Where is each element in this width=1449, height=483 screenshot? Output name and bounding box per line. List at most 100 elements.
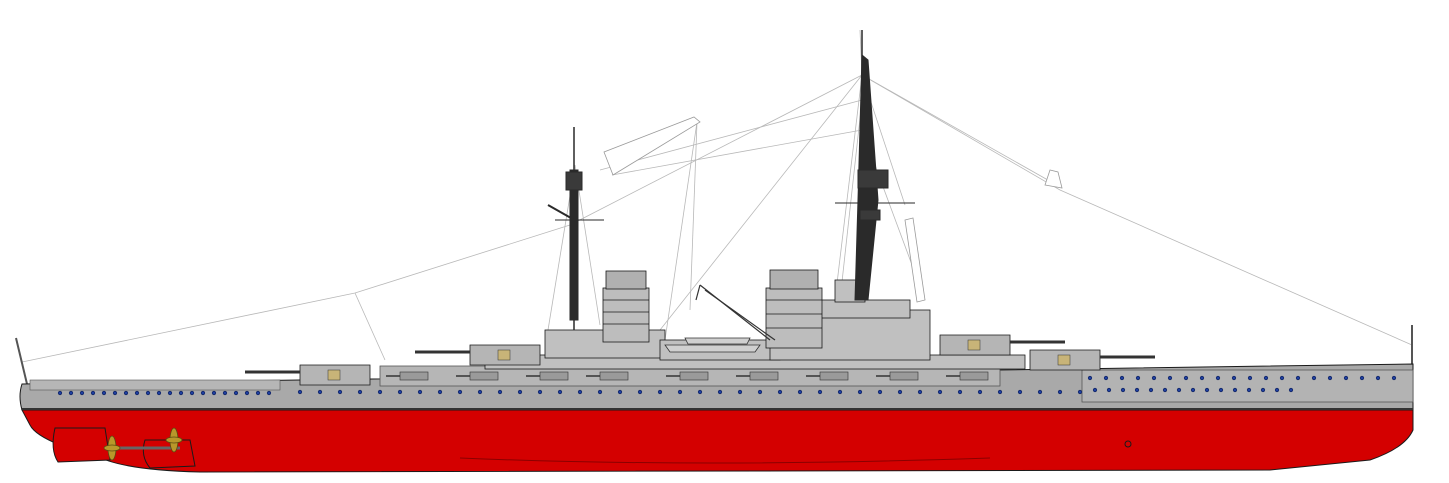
turret-hatch [1057, 354, 1071, 366]
propeller-icon [165, 427, 183, 453]
porthole [1232, 387, 1238, 393]
porthole [337, 389, 343, 395]
porthole [297, 389, 303, 395]
porthole [145, 390, 151, 396]
propeller-icon [103, 435, 121, 461]
porthole [1279, 375, 1285, 381]
porthole [189, 390, 195, 396]
porthole [1274, 387, 1280, 393]
aerial-yards [603, 116, 1063, 303]
porthole [123, 390, 129, 396]
porthole [957, 389, 963, 395]
porthole [1120, 387, 1126, 393]
turret-hatch [327, 369, 341, 381]
rigging-wires [21, 29, 1413, 363]
hull-upper [19, 363, 1414, 411]
masts [547, 30, 915, 330]
porthole [1327, 375, 1333, 381]
porthole [397, 389, 403, 395]
porthole [1391, 375, 1397, 381]
porthole [244, 390, 250, 396]
portholes [57, 375, 1397, 396]
porthole [1343, 375, 1349, 381]
porthole [134, 390, 140, 396]
mainmast [547, 127, 604, 330]
porthole [255, 390, 261, 396]
casemate-guns [386, 371, 989, 381]
porthole [266, 390, 272, 396]
casemate-gun [749, 371, 779, 381]
casemate-gun [399, 371, 429, 381]
porthole [1199, 375, 1205, 381]
porthole [1375, 375, 1381, 381]
porthole [717, 389, 723, 395]
staffs [15, 325, 1413, 385]
superstructure [484, 279, 1026, 370]
porthole [1077, 389, 1083, 395]
porthole [178, 390, 184, 396]
porthole [1119, 375, 1125, 381]
turret-hatch [497, 349, 511, 361]
porthole [997, 389, 1003, 395]
porthole [1037, 389, 1043, 395]
porthole [1246, 387, 1252, 393]
porthole [417, 389, 423, 395]
turret-hatch [967, 339, 981, 351]
porthole [1162, 387, 1168, 393]
porthole [777, 389, 783, 395]
porthole [1106, 387, 1112, 393]
porthole [1215, 375, 1221, 381]
porthole [837, 389, 843, 395]
porthole [657, 389, 663, 395]
porthole [1260, 387, 1266, 393]
casemate-gun [959, 371, 989, 381]
casemate-gun [819, 371, 849, 381]
porthole [637, 389, 643, 395]
funnel-fore [765, 269, 823, 349]
porthole [597, 389, 603, 395]
porthole [1087, 375, 1093, 381]
porthole [1311, 375, 1317, 381]
porthole [1167, 375, 1173, 381]
porthole [233, 390, 239, 396]
porthole [1057, 389, 1063, 395]
porthole [1135, 375, 1141, 381]
porthole [68, 390, 74, 396]
porthole [1218, 387, 1224, 393]
porthole [937, 389, 943, 395]
porthole [222, 390, 228, 396]
casemate-gun [469, 371, 499, 381]
porthole [1148, 387, 1154, 393]
porthole [1231, 375, 1237, 381]
porthole [477, 389, 483, 395]
porthole [377, 389, 383, 395]
porthole [101, 390, 107, 396]
porthole [857, 389, 863, 395]
porthole [797, 389, 803, 395]
porthole [497, 389, 503, 395]
porthole [677, 389, 683, 395]
porthole [317, 389, 323, 395]
porthole [200, 390, 206, 396]
casemate-gun [889, 371, 919, 381]
porthole [1288, 387, 1294, 393]
porthole [1103, 375, 1109, 381]
porthole [90, 390, 96, 396]
porthole [1134, 387, 1140, 393]
porthole [1190, 387, 1196, 393]
main-turrets [245, 334, 1155, 386]
underwater-hull [21, 409, 1414, 473]
ships-boats [664, 337, 761, 353]
porthole [1359, 375, 1365, 381]
porthole [1295, 375, 1301, 381]
casemate-gun [679, 371, 709, 381]
porthole [517, 389, 523, 395]
porthole [897, 389, 903, 395]
porthole [457, 389, 463, 395]
porthole [112, 390, 118, 396]
porthole [977, 389, 983, 395]
porthole [737, 389, 743, 395]
porthole [357, 389, 363, 395]
porthole [877, 389, 883, 395]
